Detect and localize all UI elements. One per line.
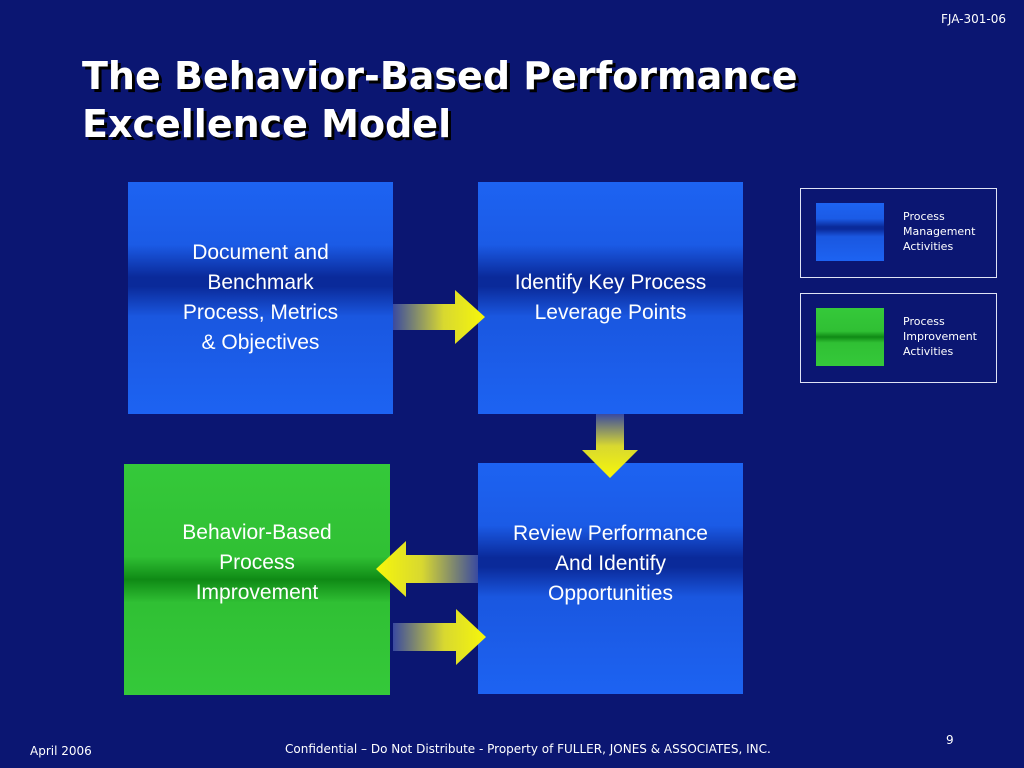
footer-date: April 2006 [30,744,92,758]
behavior-based-improvement-box: Behavior-Based Process Improvement [124,464,390,695]
review-performance-box: Review Performance And Identify Opportun… [478,463,743,694]
arrow-right-icon [393,290,485,344]
arrow-left-icon [376,541,478,597]
legend-label-improvement: Process Improvement Activities [903,315,977,358]
document-benchmark-label: Document and Benchmark Process, Metrics … [182,241,339,354]
document-benchmark-box: Document and Benchmark Process, Metrics … [128,182,393,414]
identify-key-process-box: Identify Key Process Leverage Points [478,182,743,414]
footer-confidential: Confidential – Do Not Distribute - Prope… [285,742,771,756]
legend-swatch-green [816,308,884,366]
review-performance-label: Review Performance And Identify Opportun… [513,521,708,605]
title-line-2: Excellence Model [82,102,452,146]
identify-key-process-label: Identify Key Process Leverage Points [514,271,707,324]
legend-process-improvement: Process Improvement Activities [800,293,997,383]
document-code: FJA-301-06 [940,12,1006,26]
page-number: 9 [946,733,954,747]
page-title: The Behavior-Based Performance Excellenc… [82,52,798,148]
behavior-based-improvement-label: Behavior-Based Process Improvement [182,520,332,604]
legend-label-management: Process Management Activities [903,210,976,253]
title-line-1: The Behavior-Based Performance [82,54,798,98]
legend-swatch-blue [816,203,884,261]
legend-process-management: Process Management Activities [800,188,997,278]
arrow-down-icon [582,414,638,478]
arrow-right-icon [393,609,486,665]
